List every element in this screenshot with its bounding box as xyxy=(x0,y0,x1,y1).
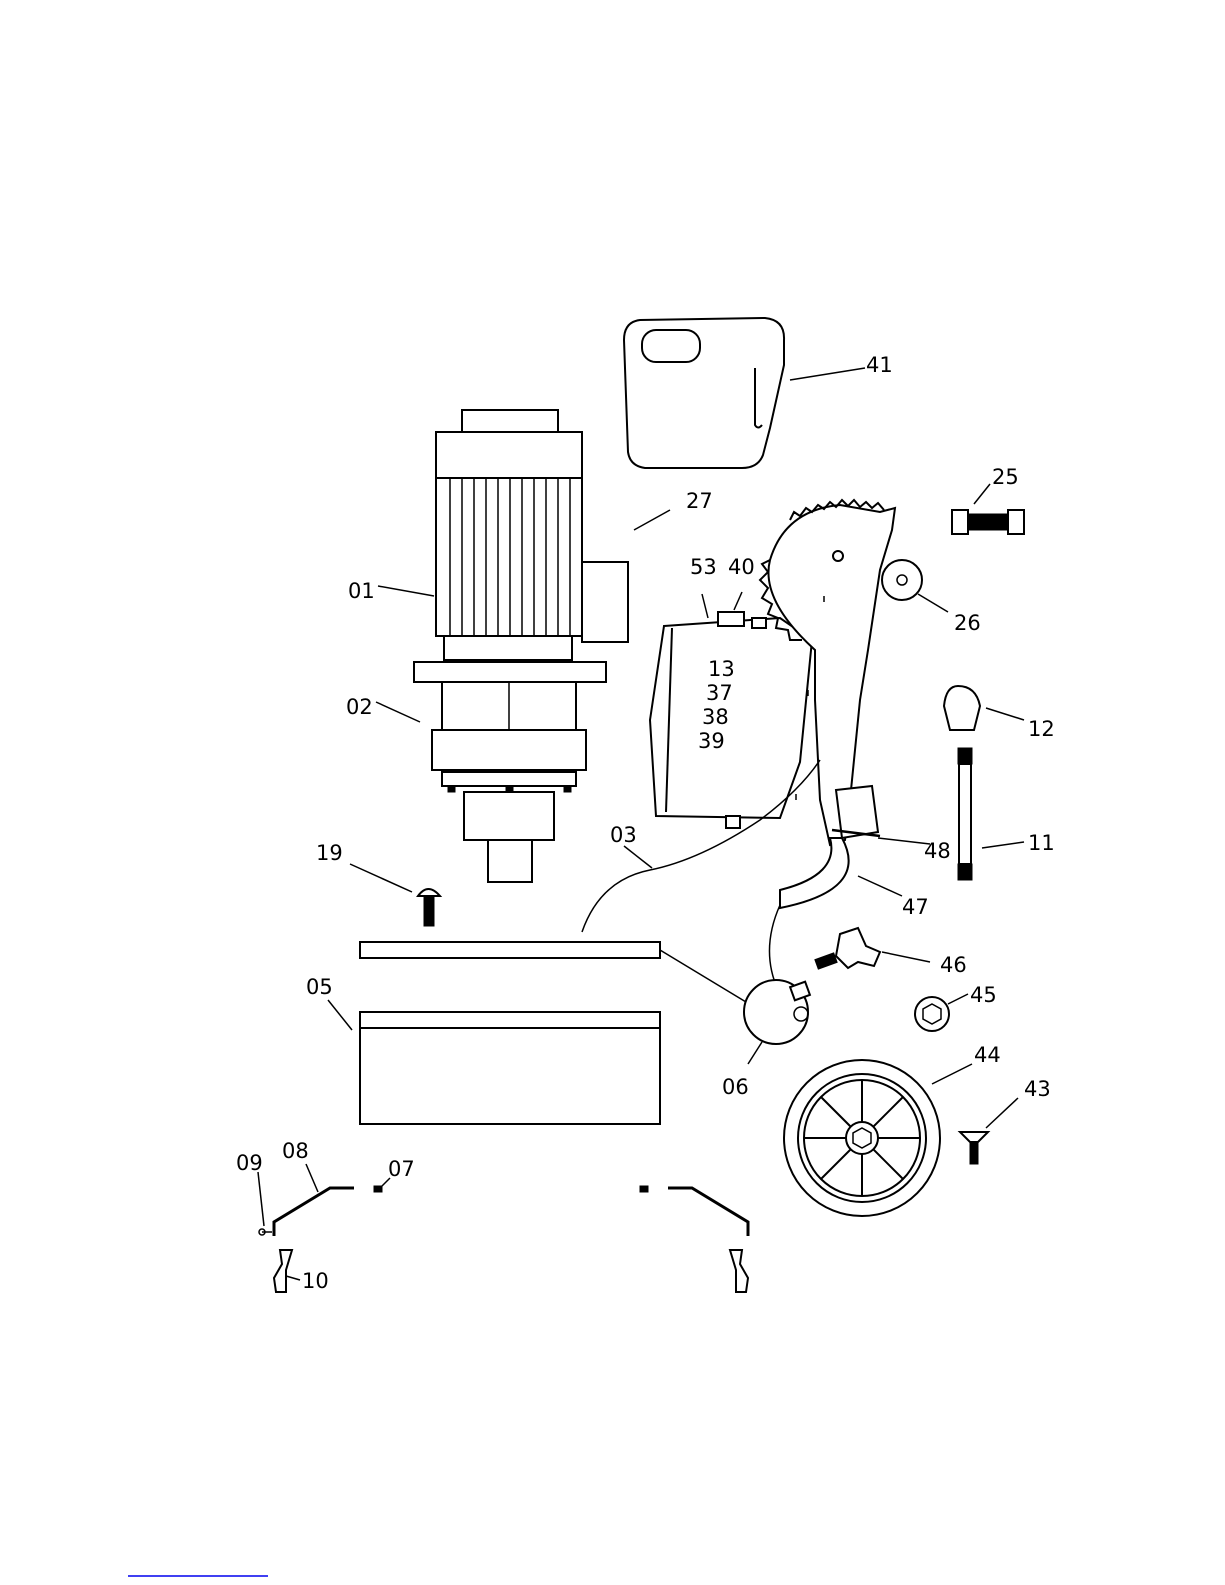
label-43: 43 xyxy=(1024,1077,1051,1101)
label-38: 38 xyxy=(702,705,729,729)
label-27: 27 xyxy=(686,489,713,513)
label-44: 44 xyxy=(974,1043,1001,1067)
label-09: 09 xyxy=(236,1151,263,1175)
part-45-nut xyxy=(915,997,949,1031)
part-bar xyxy=(360,942,660,958)
label-26: 26 xyxy=(954,611,981,635)
part-46-wing-bolt xyxy=(815,928,880,969)
label-39: 39 xyxy=(698,729,725,753)
label-06: 06 xyxy=(722,1075,749,1099)
part-06-hub xyxy=(744,980,810,1044)
part-44-wheel xyxy=(784,1060,940,1216)
label-19: 19 xyxy=(316,841,343,865)
part-02-flange xyxy=(414,662,606,882)
label-53: 53 xyxy=(690,555,717,579)
part-05-plate xyxy=(360,1012,660,1124)
part-08-bracket-right xyxy=(640,1186,748,1292)
label-13: 13 xyxy=(708,657,735,681)
part-41-canister xyxy=(624,318,784,468)
label-40: 40 xyxy=(728,555,755,579)
part-13-control-box xyxy=(650,612,812,828)
label-02: 02 xyxy=(346,695,373,719)
part-43-screw xyxy=(960,1132,988,1164)
label-11: 11 xyxy=(1028,831,1055,855)
part-11-rod xyxy=(958,748,972,880)
label-07: 07 xyxy=(388,1157,415,1181)
part-12-knob xyxy=(944,686,980,730)
label-10: 10 xyxy=(302,1269,329,1293)
part-26-washer xyxy=(882,560,922,600)
label-12: 12 xyxy=(1028,717,1055,741)
label-08: 08 xyxy=(282,1139,309,1163)
label-41: 41 xyxy=(866,353,893,377)
part-01-motor xyxy=(436,410,628,660)
label-01: 01 xyxy=(348,579,375,603)
label-25: 25 xyxy=(992,465,1019,489)
label-46: 46 xyxy=(940,953,967,977)
label-03: 03 xyxy=(610,823,637,847)
label-47: 47 xyxy=(902,895,929,919)
part-25-bolt xyxy=(952,510,1024,534)
label-45: 45 xyxy=(970,983,997,1007)
label-05: 05 xyxy=(306,975,333,999)
label-37: 37 xyxy=(706,681,733,705)
part-19-screw xyxy=(418,889,440,926)
label-48: 48 xyxy=(924,839,951,863)
